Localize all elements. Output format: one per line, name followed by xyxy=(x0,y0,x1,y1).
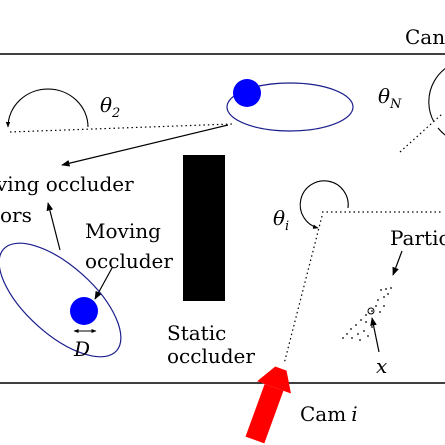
static-occluder-label: occluder xyxy=(167,344,255,368)
particles-label: Partic xyxy=(390,226,445,250)
moving-occluder-orbit-bottom xyxy=(0,242,122,358)
arrow-to-moving-disc xyxy=(94,267,113,300)
arrow-to-particles xyxy=(392,250,403,276)
theta-N-arc xyxy=(428,68,445,136)
camera-i-icon xyxy=(245,366,291,444)
theta-N-dotted-line xyxy=(399,113,443,153)
top-camera-label: Can xyxy=(405,25,445,49)
theta-2-label: θ2 xyxy=(100,93,120,121)
moving-label: Moving xyxy=(85,219,161,243)
moving-occluder-disc-bottom xyxy=(70,297,98,325)
moving-occluder-disc-top xyxy=(233,79,261,107)
moving-occluder-label-left: ving occluder xyxy=(0,172,134,196)
diameter-label: D xyxy=(73,337,90,361)
arrow-to-particle-x xyxy=(370,317,380,353)
ors-label: ors xyxy=(0,203,32,227)
theta-i-arc xyxy=(299,180,349,229)
occluder-label: occluder xyxy=(85,249,173,273)
moving-occluder-orbit-top xyxy=(226,82,354,132)
static-label: Static xyxy=(167,321,226,345)
camera-ray-dotted-line xyxy=(283,215,323,365)
theta-2-arc xyxy=(5,88,89,128)
particle-x-point xyxy=(367,307,375,315)
arrow-to-moving-occluder-label xyxy=(61,124,229,167)
theta-2-dotted-line xyxy=(9,123,233,133)
theta-i-label: θi xyxy=(273,206,289,234)
particle-cloud xyxy=(342,287,392,341)
theta-N-label: θN xyxy=(378,84,402,112)
static-occluder xyxy=(183,155,225,301)
arrow-up-to-label xyxy=(46,202,61,251)
x-label: x xyxy=(376,354,387,378)
